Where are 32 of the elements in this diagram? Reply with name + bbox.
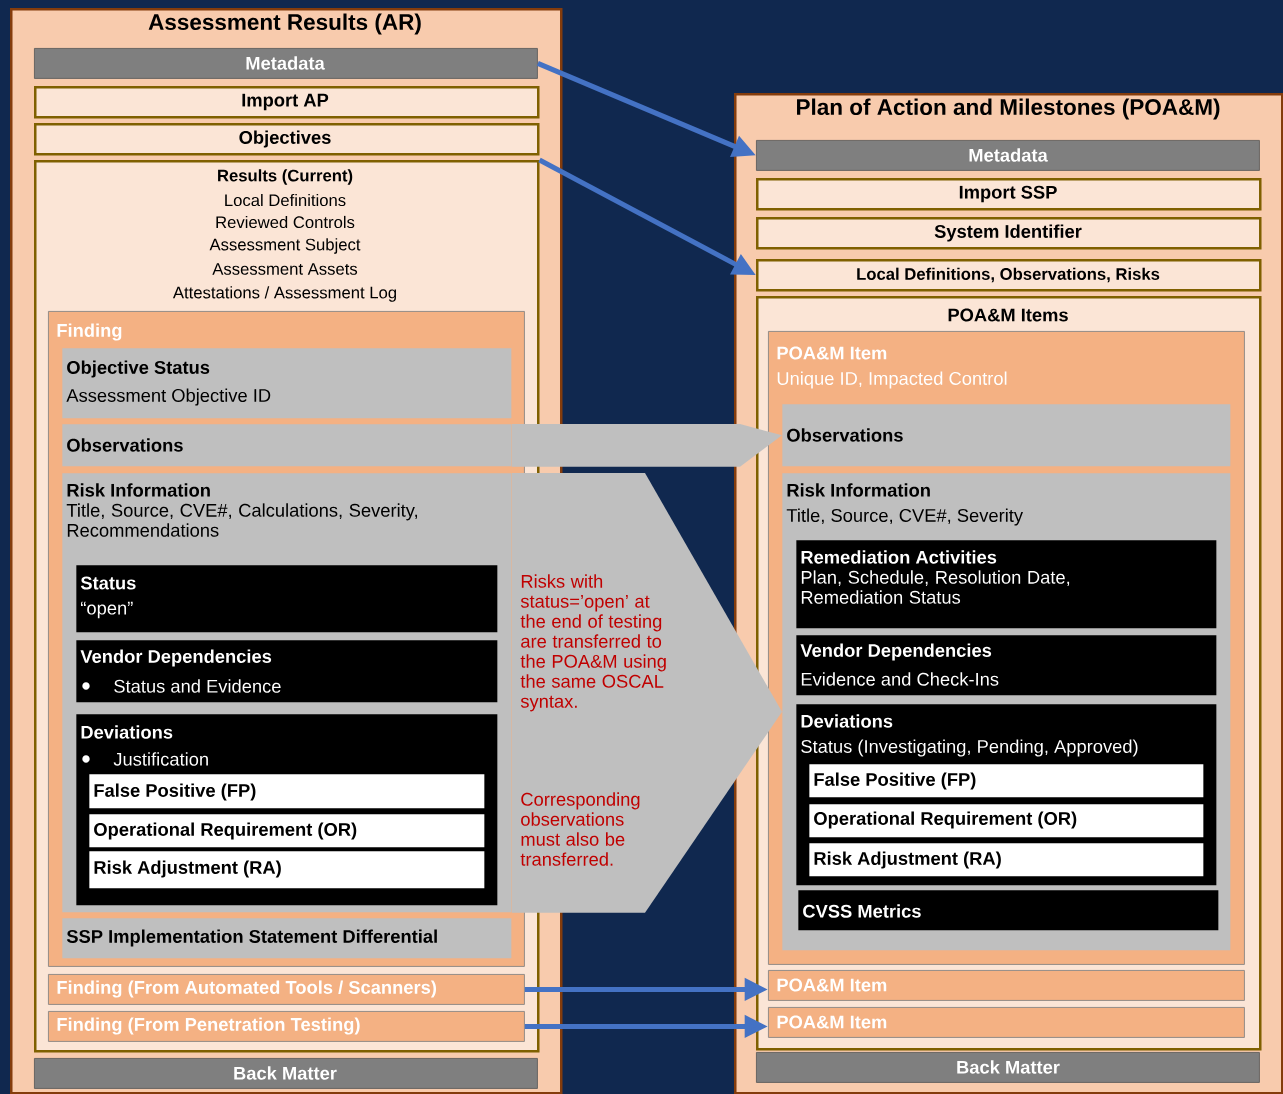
field-box: Vendor Dependencies Evidence and Check-Ins <box>796 635 1217 696</box>
field-box: Vendor Dependencies Status and Evidence <box>76 640 498 703</box>
section-box: Local Definitions, Observations, Risks <box>756 259 1262 292</box>
option-box: False Positive (FP) <box>89 774 485 809</box>
option-box: Operational Requirement (OR) <box>89 814 485 848</box>
option-box: Risk Adjustment (RA) <box>89 851 485 889</box>
field-box: SSP Implementation Statement Differential <box>62 918 512 959</box>
header-bar: Metadata <box>756 140 1260 171</box>
option-box: False Positive (FP) <box>809 764 1204 798</box>
option-box: Operational Requirement (OR) <box>809 804 1204 838</box>
header-bar: Metadata <box>34 48 538 79</box>
node-label: Risk Information <box>67 483 210 497</box>
finding-box: Finding (From Penetration Testing) <box>48 1011 525 1042</box>
header-bar: Back Matter <box>756 1052 1260 1083</box>
field-box: Status “open” <box>76 565 498 633</box>
node-label: Title, Source, CVE#, Calculations, Severity, Recommendations <box>66 503 418 537</box>
field-box: Remediation Activities Plan, Schedule, Resolution Date, Remediation Status <box>796 540 1217 629</box>
section-box: Objectives <box>34 123 540 156</box>
field-box: CVSS Metrics <box>798 890 1219 931</box>
section-box: Import SSP <box>756 178 1262 211</box>
finding-box: POA&M Item <box>768 1007 1245 1038</box>
header-bar: Back Matter <box>34 1058 538 1089</box>
section-box: System Identifier <box>756 217 1262 250</box>
block-arrow <box>511 424 782 467</box>
field-box: Objective Status Assessment Objective ID <box>62 348 512 419</box>
field-box: Observations <box>62 424 512 467</box>
option-box: Risk Adjustment (RA) <box>809 843 1204 877</box>
block-arrow <box>511 473 782 913</box>
finding-box: Finding (From Automated Tools / Scanners) <box>48 974 525 1005</box>
node-label: Observations <box>67 438 183 452</box>
section-box: Import AP <box>34 86 540 119</box>
finding-box: POA&M Item <box>768 970 1245 1001</box>
